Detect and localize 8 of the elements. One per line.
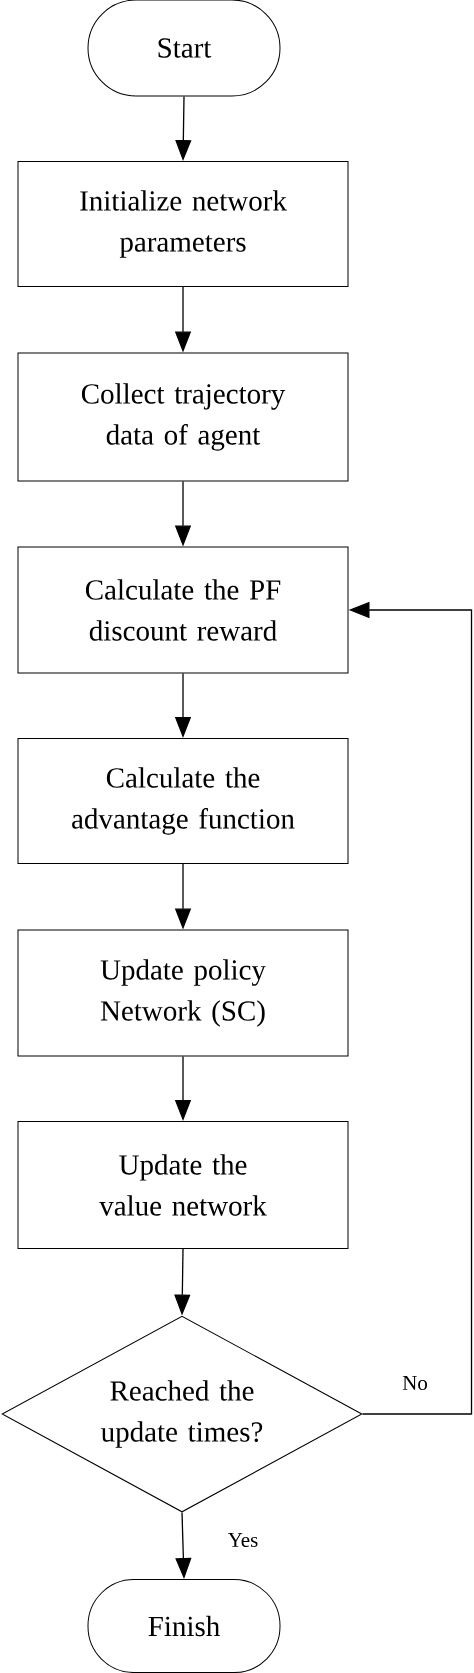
process-box: Update the value network: [17, 1121, 349, 1249]
process-box: Calculate the advantage function: [17, 738, 349, 864]
process-box: Calculate the PF discount reward: [17, 546, 349, 674]
process-box: Collect trajectory data of agent: [17, 352, 349, 482]
process-box: Initialize network parameters: [17, 161, 349, 287]
edge-label: Yes: [226, 1532, 260, 1548]
edge-label: No: [401, 1375, 429, 1391]
process-box: Update policy Network (SC): [17, 929, 349, 1057]
